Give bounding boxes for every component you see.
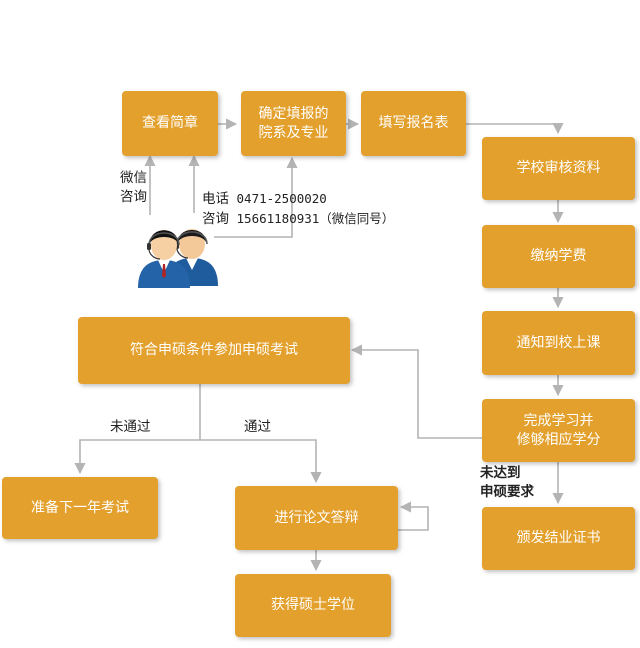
box-check-brochure: 查看简章 xyxy=(122,91,218,156)
box-notify-school: 通知到校上课 xyxy=(482,311,635,375)
label-consult: 咨询 15661180931（微信同号） xyxy=(202,190,394,229)
arrow-form-to-review xyxy=(466,122,564,135)
label-wechat-consult: 微信 咨询 xyxy=(120,170,147,205)
box-choose-major: 确定填报的 院系及专业 xyxy=(241,91,346,156)
box-thesis-defense: 进行论文答辩 xyxy=(235,486,398,550)
arrow-exam-to-next-year xyxy=(74,439,200,475)
arrow-avatar-to-major xyxy=(214,156,298,238)
label-phone-number: 0471-2500020 xyxy=(229,191,327,206)
label-not-reached: 未达到 申硕要求 xyxy=(480,465,534,500)
arrow-thesis-loop xyxy=(398,501,429,531)
label-failed: 未通过 xyxy=(110,419,151,435)
box-complete-credits: 完成学习并 修够相应学分 xyxy=(482,399,635,462)
box-master-degree: 获得硕士学位 xyxy=(235,574,391,637)
box-fill-form: 填写报名表 xyxy=(361,91,466,156)
box-next-year: 准备下一年考试 xyxy=(2,477,158,539)
box-school-review: 学校审核资料 xyxy=(482,137,635,200)
customer-service-avatars-icon xyxy=(138,229,218,288)
label-passed: 通过 xyxy=(244,419,271,435)
box-exam: 符合申硕条件参加申硕考试 xyxy=(78,317,350,384)
box-issue-certificate: 颁发结业证书 xyxy=(482,507,635,570)
label-phone: 电话 0471-2500020 xyxy=(202,170,327,209)
label-phone-prefix: 电话 xyxy=(202,191,229,207)
arrow-credits-to-exam xyxy=(350,344,484,439)
box-pay-fees: 缴纳学费 xyxy=(482,225,635,288)
label-consult-prefix: 咨询 xyxy=(202,211,229,227)
arrow-exam-to-thesis xyxy=(200,439,322,484)
avatar-front xyxy=(138,230,190,288)
label-consult-number: 15661180931（微信同号） xyxy=(229,211,395,226)
